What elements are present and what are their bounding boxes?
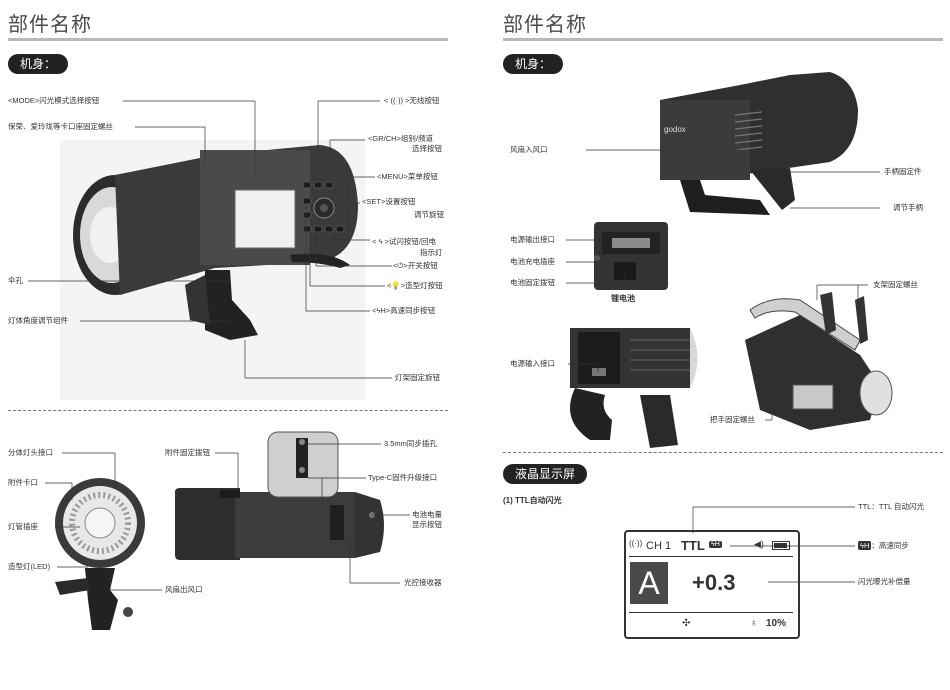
lcd-big-letter: A [630, 562, 668, 604]
lcd-channel: CH 1 [646, 540, 672, 552]
label-battery-level-2: 显示按钮 [412, 520, 442, 529]
battery-icon [772, 541, 790, 550]
label-handle-fixer: 手柄固定件 [884, 167, 922, 176]
label-power-input: 电源输入接口 [510, 359, 555, 368]
label-model-led: 造型灯(LED) [8, 562, 51, 571]
label-hss-button: <ϟH>高速同步按钮 [372, 306, 436, 315]
label-power-output: 电源输出接口 [510, 235, 555, 244]
label-battery-level: 电池电量 [412, 510, 442, 519]
lcd-comp-value: +0.3 [692, 570, 736, 595]
ttl-mode-caption: (1) TTL自动闪光 [503, 496, 562, 505]
label-group-channel-button: <GR/CH>组别/频道 [368, 134, 434, 143]
fan-icon: ✣ [682, 618, 691, 629]
hss-badge-icon: ϟH [858, 541, 872, 550]
label-lcd-hss-text: ：高速同步 [871, 541, 909, 550]
label-adjust-handle: 调节手柄 [893, 203, 923, 212]
label-group-channel-button-2: 选择按钮 [412, 144, 442, 153]
left-title-rule [8, 38, 448, 41]
label-test-button: < ϟ >试闪按钮/回电 [372, 237, 436, 246]
label-dial: 调节旋钮 [414, 210, 444, 219]
label-power-button: <⏻>开关按钮 [393, 261, 438, 270]
label-lcd-fec: 闪光曝光补偿量 [858, 577, 911, 586]
label-lcd-ttl: TTL：TTL 自动闪光 [858, 502, 924, 511]
lcd-percent: 10% [766, 618, 787, 629]
lcd-section-heading: 液晶显示屏 [503, 464, 588, 484]
label-accessory-lock: 附件固定拨钮 [165, 448, 210, 457]
label-grip-screw: 把手固定螺丝 [710, 415, 755, 424]
label-battery-lock: 电池固定拨钮 [510, 278, 555, 287]
lcd-bottom-rule [629, 612, 793, 613]
label-angle-adjuster: 灯体角度调节组件 [8, 316, 68, 325]
right-page-title: 部件名称 [503, 14, 587, 36]
label-tube-socket: 灯管插座 [8, 522, 38, 531]
label-accessory-clip: 附件卡口 [8, 478, 38, 487]
right-title-rule [503, 38, 943, 41]
label-split-head-port: 分体灯头接口 [8, 448, 53, 457]
label-menu-button: <MENU>菜单按钮 [377, 172, 438, 181]
caption-lithium-battery: 锂电池 [611, 294, 635, 303]
label-wireless-button: < ((·)) >无线按钮 [384, 96, 440, 105]
left-dashed-divider [8, 410, 448, 411]
lcd-mode: TTL [681, 538, 705, 553]
label-charge-socket: 电池充电插座 [510, 257, 555, 266]
label-typec-port: Type-C固件升级接口 [368, 473, 438, 482]
lcd-hss-badge: ϟH [709, 541, 722, 548]
right-dashed-divider [503, 452, 943, 453]
label-umbrella-hole: 伞孔 [8, 276, 23, 285]
label-mount-screw: 保荣、爱玲珑等卡口座固定螺丝 [8, 122, 113, 131]
label-mode-button: <MODE>闪光模式选择按钮 [8, 96, 100, 105]
label-sync-jack: 3.5mm同步插孔 [384, 439, 437, 448]
left-page-title: 部件名称 [8, 14, 92, 36]
label-bracket-screw: 支架固定螺丝 [873, 280, 918, 289]
wireless-icon: ((·)) [629, 539, 643, 548]
label-stand-knob: 灯架固定旋钮 [395, 373, 440, 382]
brand-logo-text: godox [664, 125, 686, 134]
bulb-icon: ♁ [750, 618, 758, 629]
label-lcd-hss: ϟH：高速同步 [858, 541, 909, 551]
label-fan-outlet: 风扇出风口 [165, 585, 203, 594]
lcd-top-rule [629, 556, 793, 557]
right-section-body: 机身： [503, 54, 564, 74]
label-test-button-2: 指示灯 [420, 248, 443, 257]
label-optical-receiver: 光控接收器 [404, 578, 442, 587]
label-model-light-button: <💡>造型灯按钮 [387, 281, 443, 290]
speaker-icon: ◀) [754, 539, 764, 549]
label-fan-inlet: 风扇入风口 [510, 145, 548, 154]
label-set-button: <SET>设置按钮 [362, 197, 416, 206]
left-section-body: 机身： [8, 54, 69, 74]
lcd-screen: ((·)) CH 1 TTL ϟH ◀) A +0.3 ✣ ♁ 10% [624, 530, 800, 639]
